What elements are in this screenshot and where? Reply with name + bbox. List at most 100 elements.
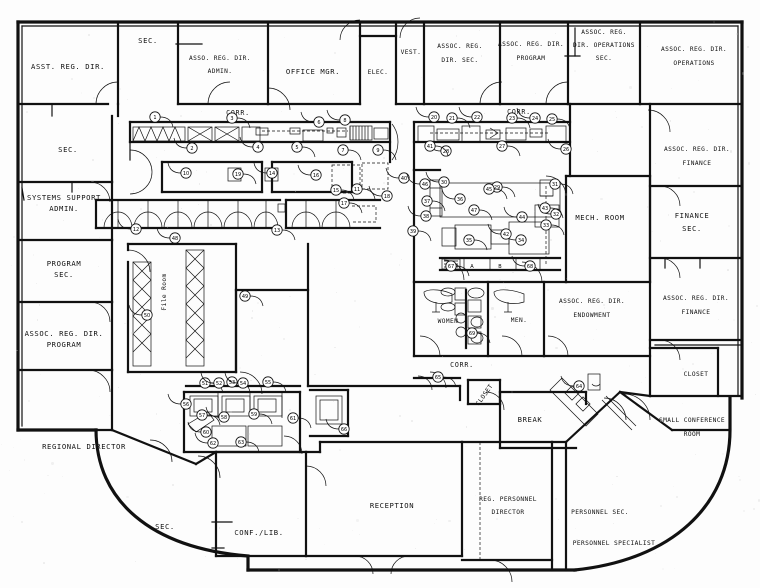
callout-number: 49 bbox=[242, 294, 248, 300]
room-label-personnel-specialist: PERSONNEL SPECIALIST bbox=[573, 540, 656, 547]
callout-leader bbox=[431, 200, 446, 212]
callout-number: 21 bbox=[449, 116, 455, 122]
callout-leader bbox=[167, 162, 182, 174]
callout-number: 45 bbox=[486, 187, 492, 193]
callout-number: 36 bbox=[457, 197, 463, 203]
room-label-small-conference-room-2: ROOM bbox=[684, 431, 701, 438]
callout-leader bbox=[206, 414, 221, 426]
callout-number: 46 bbox=[422, 182, 428, 188]
callout-bubble-24: 24 bbox=[516, 107, 541, 124]
callout-leader bbox=[473, 239, 488, 251]
callout-number: 69 bbox=[469, 331, 475, 337]
room-label-men: MEN. bbox=[511, 317, 528, 324]
callout-number: 38 bbox=[423, 214, 429, 220]
callout-number: 65 bbox=[435, 375, 441, 381]
callout-bubble-29: 29 bbox=[491, 181, 516, 198]
callout-number: 67 bbox=[448, 264, 454, 270]
callout-bubble-15: 15 bbox=[330, 184, 355, 201]
callout-number: 15 bbox=[333, 188, 339, 194]
counter-mark-a: A bbox=[470, 264, 474, 270]
callout-number: 44 bbox=[519, 215, 525, 221]
room-label-personnel-sec: PERSONNEL SEC. bbox=[571, 509, 629, 516]
room-label-office-mgr: OFFICE MGR. bbox=[286, 67, 340, 76]
callout-bubble-5: 5 bbox=[291, 141, 316, 158]
callout-leader bbox=[117, 218, 132, 230]
callout-leader bbox=[224, 372, 239, 384]
callout-leader bbox=[511, 255, 526, 267]
callout-leader bbox=[258, 413, 273, 425]
callout-number: 63 bbox=[238, 440, 244, 446]
corridor-label-top-left: CORR. bbox=[226, 109, 250, 117]
room-label-mech-room: MECH. ROOM bbox=[575, 213, 624, 222]
callout-number: 19 bbox=[235, 172, 241, 178]
room-label-reg-personnel-director-1: REG. PERSONNEL bbox=[479, 496, 537, 503]
room-label-asso-reg-dir-admin-2: ADMIN. bbox=[208, 68, 233, 75]
restrooms bbox=[412, 280, 546, 358]
room-label-assoc-reg-dir-program-top-2: PROGRAM bbox=[517, 55, 546, 62]
room-label-sec-top: SEC. bbox=[138, 36, 158, 45]
callout-number: 47 bbox=[471, 208, 477, 214]
room-label-assoc-reg-dir-finance-top-1: ASSOC. REG. DIR. bbox=[664, 146, 730, 153]
callout-leader bbox=[194, 432, 209, 444]
room-label-assoc-reg-dir-program-left-1: ASSOC. REG. DIR. bbox=[25, 329, 104, 338]
arched-casework-run bbox=[94, 198, 382, 230]
room-label-reg-personnel-director-2: DIRECTOR bbox=[491, 509, 524, 516]
callout-bubble-42: 42 bbox=[487, 223, 512, 240]
callout-leader bbox=[549, 207, 564, 219]
callout-number: 31 bbox=[552, 182, 558, 188]
callout-bubble-1: 1 bbox=[149, 111, 174, 128]
room-label-closet-right: CLOSET bbox=[684, 371, 709, 378]
open-office-casework bbox=[160, 160, 389, 194]
callout-leader bbox=[249, 295, 264, 307]
callout-leader bbox=[560, 375, 575, 387]
callout-number: 9 bbox=[376, 148, 379, 154]
room-label-break: BREAK bbox=[518, 415, 543, 424]
room-label-systems-support-admin-1: SYSTEMS SUPPORT bbox=[27, 193, 101, 202]
callout-number: 50 bbox=[144, 313, 150, 319]
room-label-assoc-reg-dir-operations-1: ASSOC. REG. DIR. bbox=[661, 46, 727, 53]
room-label-assoc-reg-dir-program-left-2: PROGRAM bbox=[47, 340, 82, 349]
endowment-office-walls bbox=[542, 280, 652, 358]
callout-bubble-38: 38 bbox=[407, 205, 432, 222]
callout-bubble-10: 10 bbox=[167, 162, 192, 179]
callout-bubble-59: 59 bbox=[248, 408, 273, 425]
room-label-ops-sec-1: ASSOC. REG. bbox=[581, 29, 626, 36]
callout-leader bbox=[382, 149, 397, 161]
callout-number: 57 bbox=[199, 413, 205, 419]
room-label-elec: ELEC. bbox=[368, 69, 389, 76]
callout-bubble-67: 67 bbox=[445, 260, 470, 277]
bottom-rooms-walls bbox=[110, 390, 732, 583]
callout-number: 23 bbox=[509, 116, 515, 122]
callout-bubble-56: 56 bbox=[167, 393, 192, 410]
callout-number: 11 bbox=[354, 187, 360, 193]
callout-bubble-66: 66 bbox=[325, 418, 350, 435]
callout-leader bbox=[128, 304, 143, 316]
callout-bubble-60: 60 bbox=[187, 421, 212, 438]
callout-number: 4 bbox=[256, 145, 259, 151]
callout-number: 34 bbox=[518, 238, 524, 244]
callout-leader bbox=[487, 223, 502, 235]
callout-number: 2 bbox=[190, 146, 193, 152]
callout-bubble-44: 44 bbox=[503, 206, 528, 223]
callout-number: 33 bbox=[543, 223, 549, 229]
callout-bubble-61: 61 bbox=[287, 412, 312, 429]
room-label-ops-sec-3: SEC. bbox=[596, 55, 613, 62]
callout-bubble-25: 25 bbox=[546, 113, 571, 130]
callout-number: 17 bbox=[341, 201, 347, 207]
callout-bubble-57: 57 bbox=[196, 409, 221, 426]
callout-leader bbox=[441, 188, 456, 200]
callout-number: 41 bbox=[427, 144, 433, 150]
callout-number: 61 bbox=[290, 416, 296, 422]
callout-leader bbox=[407, 205, 422, 217]
callout-bubble-12: 12 bbox=[117, 218, 142, 235]
callout-leader bbox=[476, 332, 491, 344]
room-label-sec-upper-left: SEC. bbox=[58, 145, 78, 154]
callout-leader bbox=[236, 117, 251, 129]
callout-bubble-43: 43 bbox=[539, 202, 564, 219]
room-label-conf-lib: CONF./LIB. bbox=[234, 528, 283, 537]
room-label-program-sec-1: PROGRAM bbox=[47, 259, 82, 268]
callout-bubble-33: 33 bbox=[540, 219, 565, 236]
